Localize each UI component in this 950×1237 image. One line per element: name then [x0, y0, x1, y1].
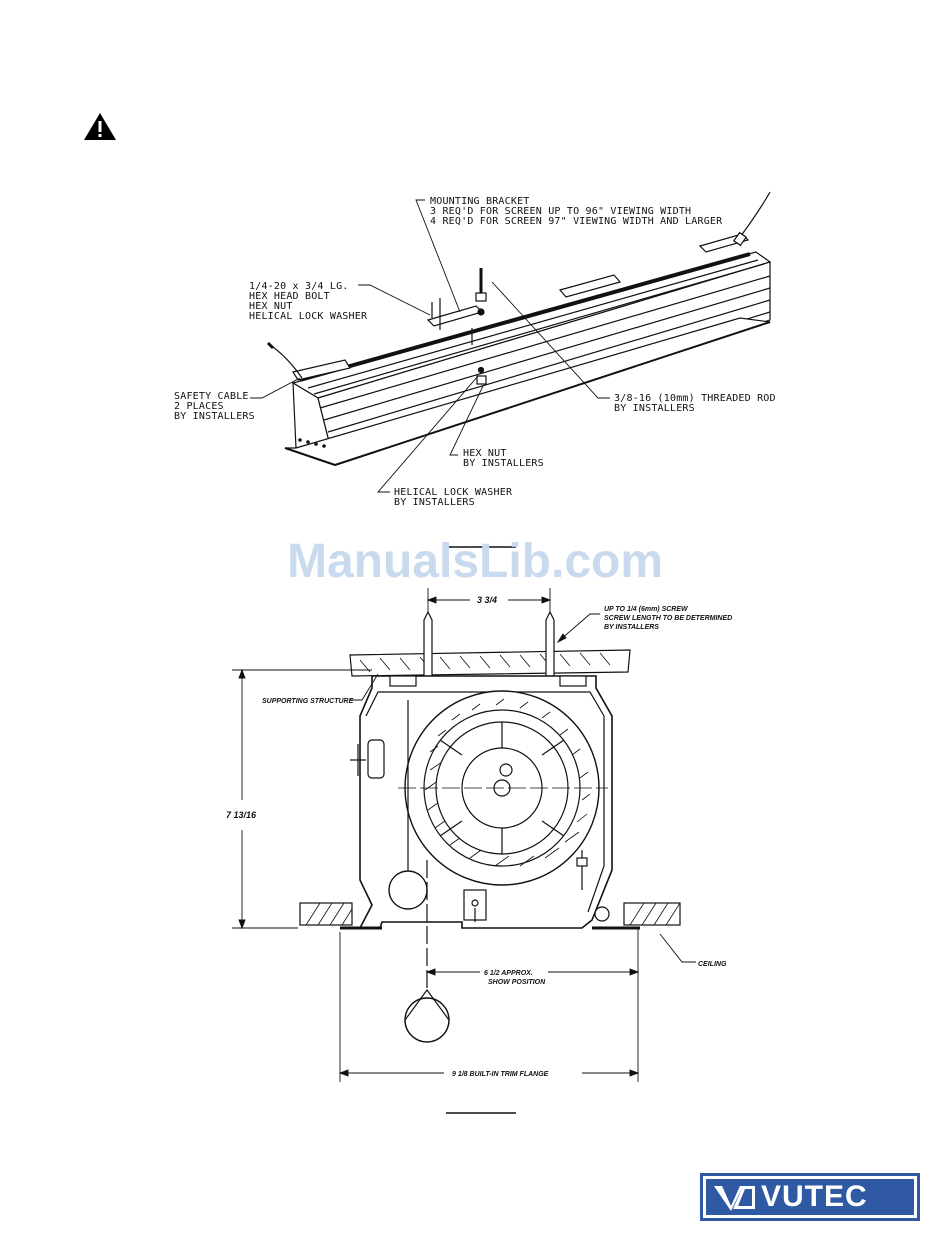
bolt-label-line2: HEX HEAD BOLT: [249, 291, 330, 302]
threaded-rod-label-line1: 3/8-16 (10mm) THREADED ROD: [614, 393, 776, 404]
dim-show-line2: SHOW POSITION: [488, 979, 546, 986]
vutec-v-icon: [711, 1182, 757, 1212]
section-labels: 3 3/4 UP TO 1/4 (6mm) SCREW SCREW LENGTH…: [226, 595, 732, 1078]
watermark: ManualsLib.com: [286, 535, 664, 588]
bracket-label-line1: MOUNTING BRACKET: [430, 196, 530, 207]
ceiling-label: CEILING: [698, 961, 727, 968]
safety-cable-label-line3: BY INSTALLERS: [174, 411, 255, 422]
dim-flange-label: 9 1/8 BUILT-IN TRIM FLANGE: [452, 1071, 549, 1078]
threaded-rod-label-line2: BY INSTALLERS: [614, 403, 695, 414]
hex-nut-label-line2: BY INSTALLERS: [463, 458, 544, 469]
vutec-logo: VUTEC: [700, 1173, 920, 1221]
warning-triangle-icon: [84, 113, 116, 140]
dim-top-label: 3 3/4: [477, 595, 497, 605]
section-drawing: [299, 610, 681, 1043]
lock-washer-label-line2: BY INSTALLERS: [394, 497, 475, 508]
bolt-label-line4: HELICAL LOCK WASHER: [249, 311, 368, 322]
vutec-wordmark: VUTEC: [761, 1180, 868, 1213]
safety-cable-label-line2: 2 PLACES: [174, 401, 224, 412]
iso-housing-drawing: [266, 191, 772, 467]
supporting-structure-label: SUPPORTING STRUCTURE: [262, 698, 354, 705]
bracket-label-line2: 3 REQ'D FOR SCREEN UP TO 96" VIEWING WID…: [430, 206, 691, 217]
bolt-label-line3: HEX NUT: [249, 301, 293, 312]
screw-note-line1: UP TO 1/4 (6mm) SCREW: [604, 606, 689, 613]
lock-washer-label-line1: HELICAL LOCK WASHER: [394, 487, 513, 498]
hex-nut-label-line1: HEX NUT: [463, 448, 507, 459]
iso-labels: MOUNTING BRACKET 3 REQ'D FOR SCREEN UP T…: [174, 196, 776, 508]
safety-cable-label-line1: SAFETY CABLE: [174, 391, 249, 402]
iso-leaders: [250, 199, 610, 493]
dim-height-label: 7 13/16: [226, 810, 257, 820]
section-dimensions: [232, 588, 696, 1082]
screw-note-line3: BY INSTALLERS: [604, 624, 659, 631]
bracket-label-line3: 4 REQ'D FOR SCREEN 97" VIEWING WIDTH AND…: [430, 216, 723, 227]
dim-show-line1: 6 1/2 APPROX.: [484, 970, 533, 977]
screw-note-line2: SCREW LENGTH TO BE DETERMINED: [604, 615, 732, 622]
bolt-label-line1: 1/4-20 x 3/4 LG.: [249, 281, 349, 292]
